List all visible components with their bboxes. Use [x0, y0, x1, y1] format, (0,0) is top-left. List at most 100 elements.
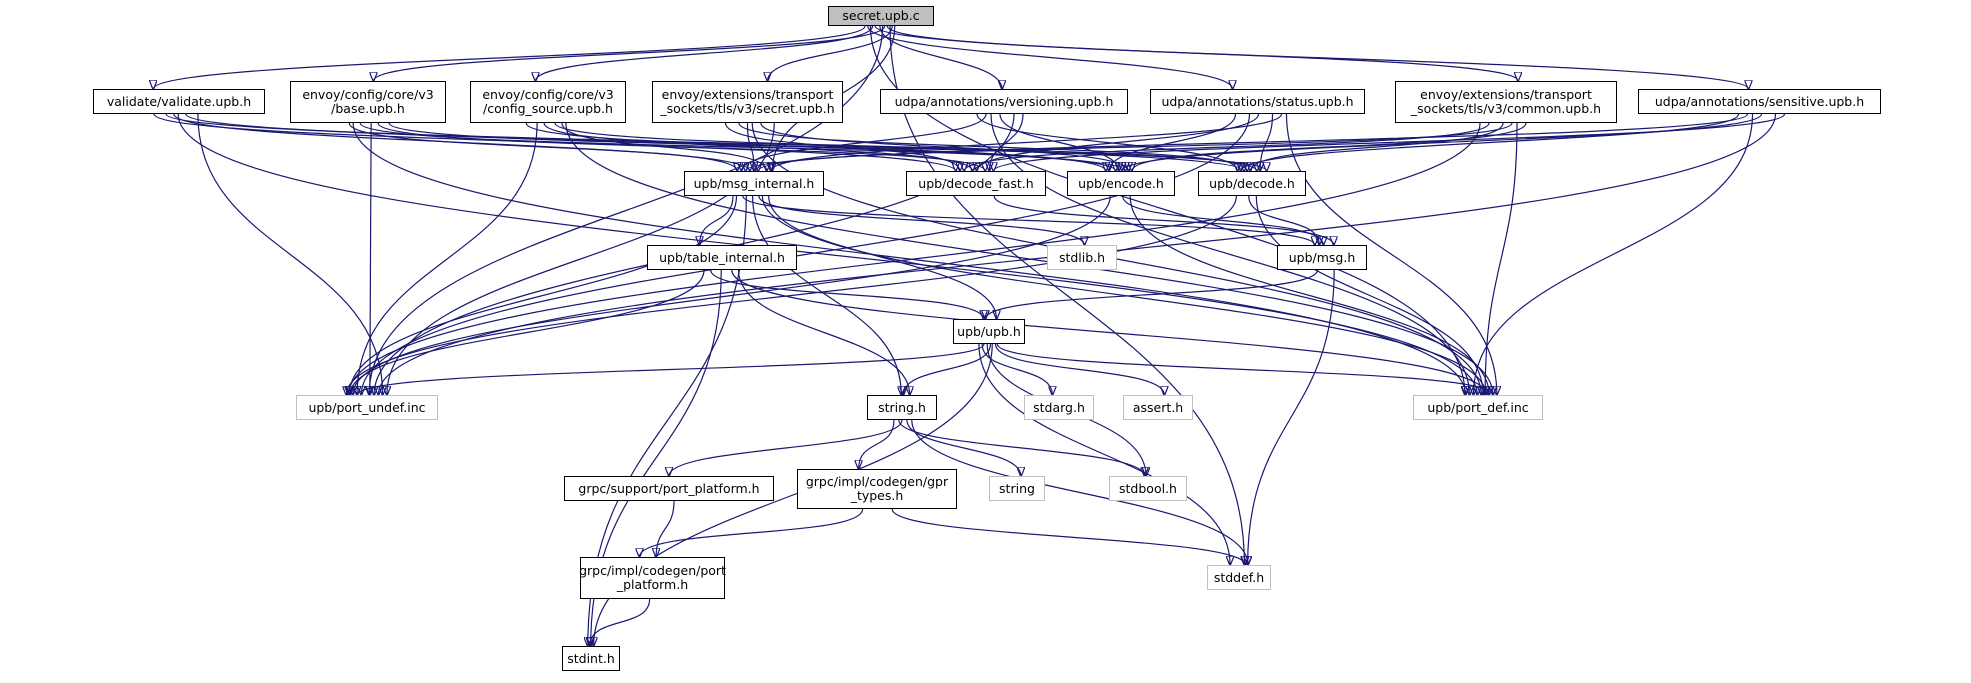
edge-msg_internal-to-string_h [752, 195, 902, 395]
node-label: udpa/annotations/sensitive.upb.h [1654, 93, 1865, 109]
edge-sensitive-to-msg_internal [746, 113, 1749, 171]
edge-msg_internal-to-upb [768, 195, 997, 319]
node-tls-secret-upb-h[interactable]: envoy/extensions/transport _sockets/tls/… [652, 81, 843, 123]
node-label: string [999, 480, 1035, 496]
edge-common-to-decode_fast [964, 122, 1490, 171]
node-label: string.h [878, 399, 926, 415]
node-assert-h: assert.h [1123, 395, 1193, 420]
node-base-upb-h[interactable]: envoy/config/core/v3 /base.upb.h [290, 81, 446, 123]
node-label: validate/validate.upb.h [106, 93, 252, 109]
edge-codegen_port_platform-to-stdint [590, 598, 651, 646]
edge-msg_internal-to-port_def [761, 195, 1485, 395]
node-label: upb/port_def.inc [1427, 399, 1529, 415]
node-label: udpa/annotations/status.upb.h [1161, 93, 1354, 109]
edge-decode-to-port_def [1255, 195, 1483, 395]
edge-msg_internal-to-table_internal [700, 195, 734, 245]
edge-validate-to-decode [165, 113, 1244, 171]
node-tls-common-upb-h[interactable]: envoy/extensions/transport _sockets/tls/… [1395, 81, 1617, 123]
edge-base-to-port_undef [370, 122, 371, 395]
edge-status-to-encode [1109, 113, 1237, 171]
edge-root-to-validate [153, 25, 866, 89]
edge-upb-to-port_def [996, 343, 1493, 395]
node-versioning-upb-h[interactable]: udpa/annotations/versioning.upb.h [880, 89, 1128, 114]
node-validate-upb-h[interactable]: validate/validate.upb.h [93, 89, 265, 114]
node-msg-h[interactable]: upb/msg.h [1277, 245, 1367, 270]
edge-msg-to-stddef [1248, 269, 1335, 565]
node-label: upb/decode_fast.h [918, 175, 1034, 191]
edge-msg_internal-to-port_undef [349, 195, 738, 395]
node-label: upb/port_undef.inc [308, 399, 426, 415]
node-secret-upb-c[interactable]: secret.upb.c [828, 6, 934, 26]
edge-common-to-port_def [1485, 122, 1518, 395]
edge-sensitive-to-port_def [1473, 113, 1754, 395]
edge-msg-to-upb [985, 269, 1319, 319]
edge-string_h-to-grpc_port_platform [669, 419, 903, 476]
node-msg-internal-h[interactable]: upb/msg_internal.h [684, 171, 824, 196]
edge-common-to-port_undef [349, 122, 1481, 395]
node-label: stdbool.h [1119, 480, 1177, 496]
edge-root-to-status [867, 25, 1233, 89]
node-status-upb-h[interactable]: udpa/annotations/status.upb.h [1150, 89, 1365, 114]
node-label: stddef.h [1213, 569, 1265, 585]
node-label: grpc/impl/codegen/port _platform.h [579, 563, 726, 592]
node-decode-h[interactable]: upb/decode.h [1198, 171, 1306, 196]
edge-root-to-base [373, 25, 886, 81]
edge-config_source-to-port_undef [357, 122, 538, 395]
node-grpc-support-port-platform-h[interactable]: grpc/support/port_platform.h [564, 476, 774, 501]
edge-versioning-to-msg_internal [741, 113, 987, 171]
node-stdarg-h: stdarg.h [1024, 395, 1094, 420]
edge-versioning-to-port_def [990, 113, 1470, 395]
node-label: envoy/config/core/v3 /base.upb.h [302, 87, 434, 116]
edge-gpr_types-to-codegen_port_platform [639, 508, 864, 557]
edge-versioning-to-decode [976, 113, 1237, 171]
edge-upb-to-stdarg [981, 343, 1052, 395]
edge-encode-to-port_def [1129, 195, 1489, 395]
edge-decode-to-msg [1248, 195, 1320, 245]
edge-string_h-to-string [906, 419, 1021, 476]
node-encode-h[interactable]: upb/encode.h [1067, 171, 1175, 196]
edge-upb-to-assert [994, 343, 1164, 395]
node-label: stdint.h [567, 650, 615, 666]
node-gpr-types-h[interactable]: grpc/impl/codegen/gpr _types.h [797, 469, 957, 509]
node-label: upb/decode.h [1209, 175, 1295, 191]
node-table-internal-h[interactable]: upb/table_internal.h [647, 245, 797, 270]
node-label: envoy/extensions/transport _sockets/tls/… [660, 87, 835, 116]
node-label: grpc/impl/codegen/gpr _types.h [805, 474, 949, 503]
node-label: upb/upb.h [957, 323, 1021, 339]
edge-config_source-to-decode_fast [543, 122, 972, 171]
node-port-undef-inc: upb/port_undef.inc [296, 395, 438, 420]
edge-root-to-sensitive [874, 25, 1748, 89]
edge-sensitive-to-decode_fast [994, 113, 1786, 171]
edge-table_internal-to-upb [710, 269, 984, 319]
node-label: assert.h [1132, 399, 1184, 415]
node-config-source-upb-h[interactable]: envoy/config/core/v3 /config_source.upb.… [470, 81, 626, 123]
edge-root-to-config_source [536, 25, 874, 81]
edge-string_h-to-gpr_types [859, 419, 895, 469]
edge-common-to-decode [1250, 122, 1504, 171]
edge-table_internal-to-port_undef [350, 269, 705, 395]
node-codegen-port-platform-h[interactable]: grpc/impl/codegen/port _platform.h [579, 557, 726, 599]
edge-validate-to-port_def [177, 113, 1477, 395]
node-stdint-h[interactable]: stdint.h [562, 646, 620, 671]
edge-upb-to-port_undef [357, 343, 985, 395]
edge-root-to-port_undef [369, 25, 884, 395]
node-sensitive-upb-h[interactable]: udpa/annotations/sensitive.upb.h [1638, 89, 1881, 114]
node-upb-h[interactable]: upb/upb.h [953, 319, 1025, 344]
edge-upb-to-stddef [978, 343, 1230, 565]
edge-config_source-to-msg_internal [561, 122, 767, 171]
node-decode-fast-h[interactable]: upb/decode_fast.h [906, 171, 1046, 196]
edge-root-to-secret_h [768, 25, 893, 81]
edge-decode-to-port_undef [346, 195, 1237, 395]
node-stddef-h: stddef.h [1207, 565, 1271, 590]
node-stdlib-h: stdlib.h [1047, 245, 1117, 270]
edge-grpc_port_platform-to-codegen_port_platform [656, 500, 675, 557]
edge-gpr_types-to-stddef [891, 508, 1245, 565]
edge-msg_internal-to-stdlib [758, 195, 1085, 245]
edge-config_source-to-encode [525, 122, 1106, 171]
edge-secret_h-to-msg_internal [746, 122, 755, 171]
edge-sensitive-to-decode [1241, 113, 1740, 171]
node-string: string [989, 476, 1045, 501]
edge-validate-to-port_undef [197, 113, 383, 395]
node-string-h[interactable]: string.h [867, 395, 937, 420]
